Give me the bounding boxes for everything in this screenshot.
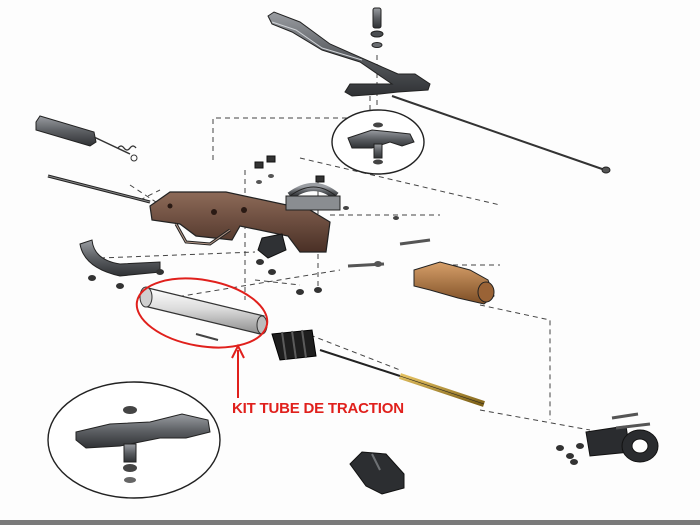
fasteners [254, 155, 399, 295]
small-pins [347, 238, 431, 268]
detail-circle-top [331, 109, 425, 175]
draw-tube [139, 286, 268, 341]
detail-circle-bottom [47, 381, 221, 499]
hand-lever [267, 11, 431, 97]
long-rod [47, 174, 151, 204]
bottom-bar [0, 520, 700, 525]
top-bolt [370, 7, 384, 48]
towing-eye [556, 412, 659, 465]
u-bracket [285, 183, 341, 211]
rubber-bellows [271, 329, 317, 361]
release-cable [391, 95, 611, 174]
callout-label: KIT TUBE DE TRACTION [232, 400, 404, 417]
release-handle [35, 115, 138, 162]
callout-highlight [135, 277, 269, 349]
curved-bracket [79, 239, 164, 289]
damper-knob [257, 233, 287, 259]
coupling-head [349, 451, 405, 495]
coupling-sleeve [413, 261, 495, 305]
assembly-guide-lines [99, 55, 591, 431]
arrow-up-icon [231, 343, 245, 398]
coupler-housing [149, 191, 331, 253]
push-rod [319, 349, 485, 407]
